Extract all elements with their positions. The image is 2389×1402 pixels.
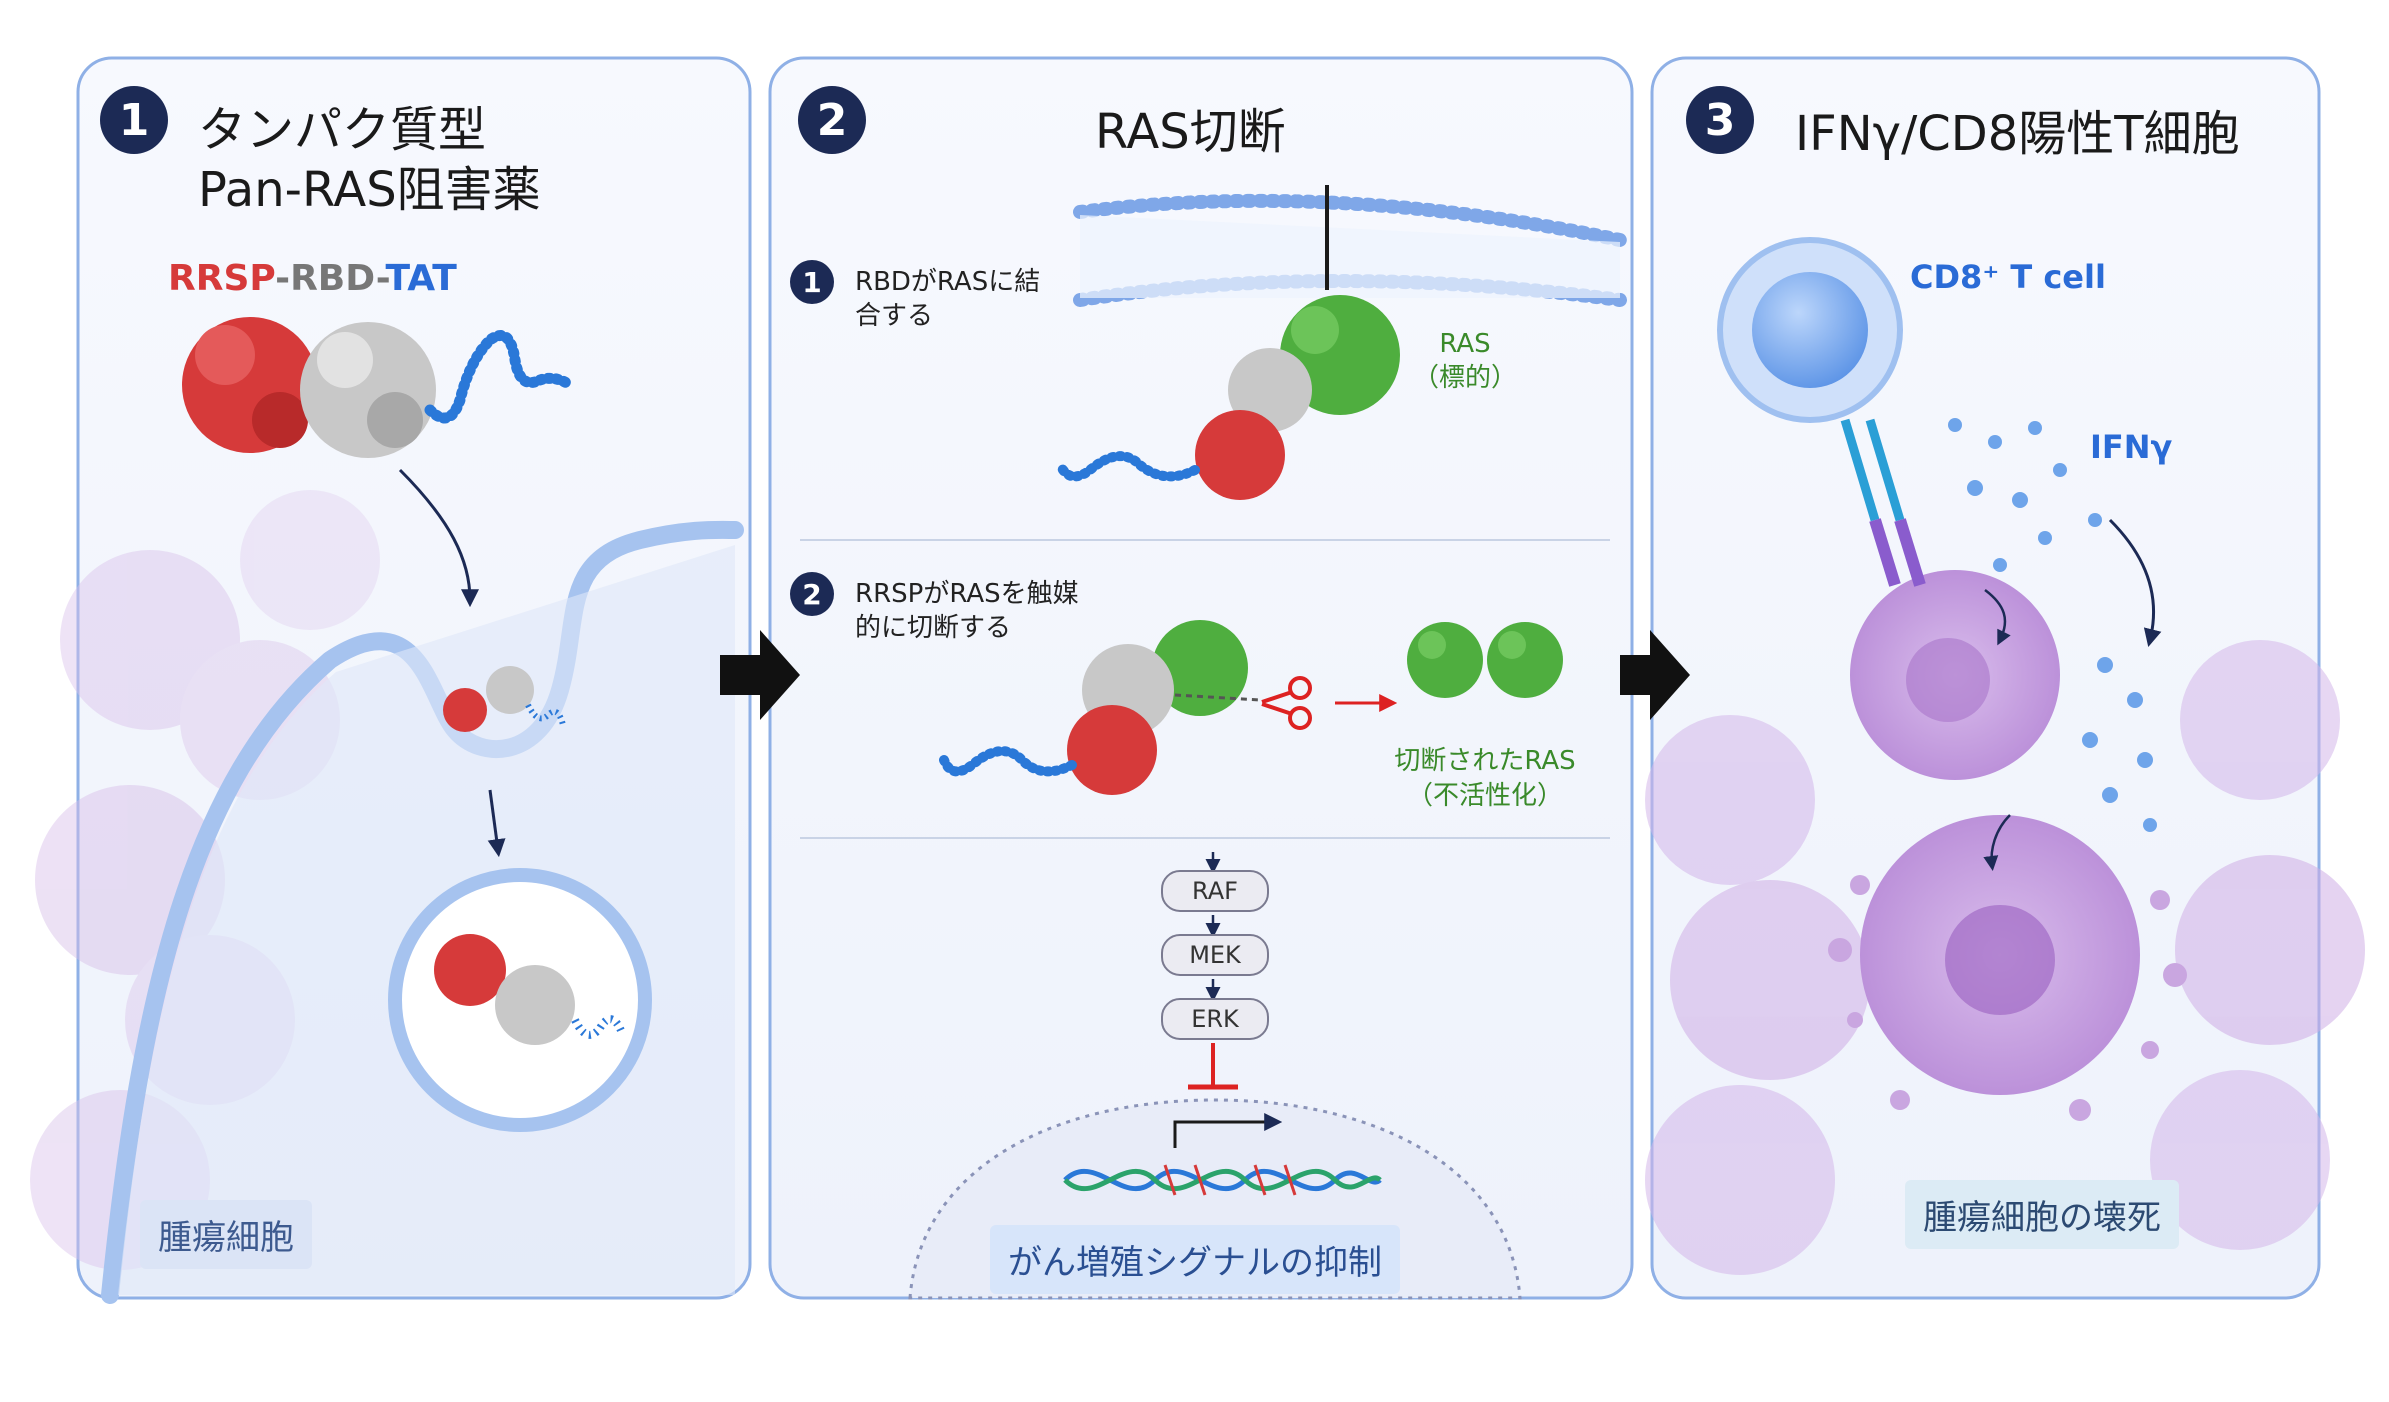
construct-label: RRSP-RBD-TAT <box>168 258 457 299</box>
step-2-number: 2 <box>790 572 834 616</box>
vesicle-arrow <box>487 789 506 858</box>
inhibition-mark <box>1188 1043 1238 1090</box>
arrow-panel-1-to-2 <box>720 630 800 720</box>
ras-sub-label: （標的） <box>1412 363 1517 393</box>
dna-helix <box>1063 1164 1382 1196</box>
panel-2-number: 2 <box>798 86 866 154</box>
ras-label: RAS <box>1439 329 1491 359</box>
panel-3-title: IFNγ/CD8陽性T細胞 <box>1795 106 2240 162</box>
ras-binding-complex <box>1055 295 1400 500</box>
tcr-receptor <box>1840 418 1926 587</box>
panel-3-number: 3 <box>1686 86 1754 154</box>
vesicle-protein <box>434 934 626 1045</box>
cell-debris <box>1828 875 2187 1121</box>
step-2-text: RRSPがRASを触媒的に切断する <box>855 579 1079 643</box>
cleaved-ras <box>1407 622 1563 698</box>
construct-sep2: - <box>375 258 386 299</box>
panel-1-title-line2: Pan-RAS阻害薬 <box>198 162 541 218</box>
pathway-raf: RAF <box>1161 870 1269 912</box>
arrow-panel-2-to-3 <box>1620 630 1690 720</box>
panel-1-number: 1 <box>100 86 168 154</box>
construct-rbd: RBD <box>290 258 376 299</box>
cd8-t-cell-label: CD8⁺ T cell <box>1910 258 2106 296</box>
step-1-number: 1 <box>790 260 834 304</box>
rrsp-rbd-tat-protein <box>182 317 576 458</box>
scissors-icon <box>1261 676 1312 730</box>
ifn-gamma-label: IFNγ <box>2090 428 2173 466</box>
suppression-label: がん増殖シグナルの抑制 <box>990 1225 1400 1294</box>
construct-rrsp: RRSP <box>168 258 276 299</box>
cleaved-ras-sub-label: （不活性化） <box>1406 781 1563 811</box>
lipid-bilayer <box>1073 193 1627 307</box>
construct-tat: TAT <box>385 258 457 299</box>
cleaved-ras-label: 切断されたRAS <box>1394 746 1576 776</box>
endocytosed-protein <box>443 666 566 732</box>
transcription-arrow <box>1173 1113 1283 1148</box>
construct-sep1: - <box>275 258 291 299</box>
panel-1-title-line1: タンパク質型 <box>198 102 487 158</box>
necrosis-arrow <box>1983 814 2011 871</box>
panel-3-tumor-cells <box>1645 640 2365 1275</box>
cleavage-complex <box>939 620 1261 795</box>
pathway-mek: MEK <box>1161 934 1269 976</box>
panel-2-title: RAS切断 <box>1095 104 1286 160</box>
ifn-gamma-molecules <box>1948 418 2157 832</box>
attack-arrow <box>1984 589 2011 646</box>
uptake-arrow <box>398 468 479 608</box>
necrosis-label: 腫瘍細胞の壊死 <box>1905 1180 2179 1249</box>
step-1-text: RBDがRASに結合する <box>855 267 1041 331</box>
ifn-arrow <box>2108 518 2162 647</box>
pathway-erk: ERK <box>1161 998 1269 1040</box>
tumor-cell-label: 腫瘍細胞 <box>140 1200 312 1269</box>
